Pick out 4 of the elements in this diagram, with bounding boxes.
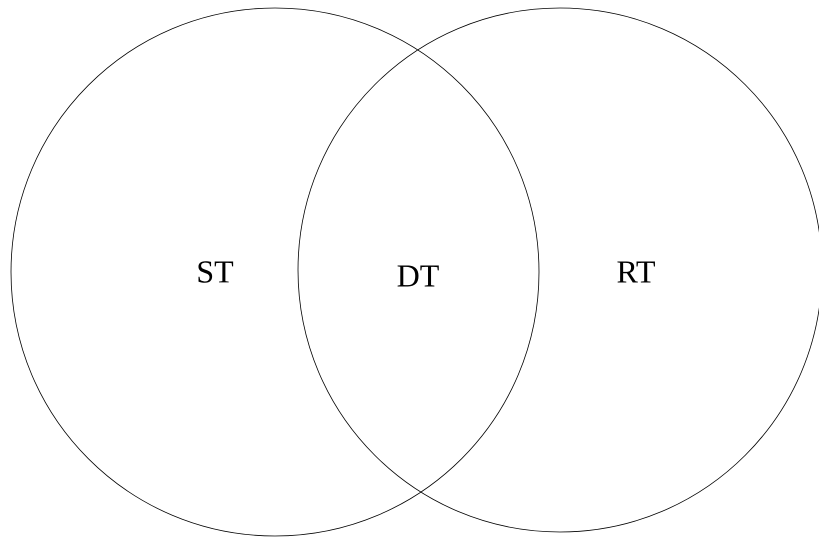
venn-circle — [10, 8, 540, 536]
set-label: ST — [198, 261, 234, 283]
set-label: RT — [617, 262, 655, 282]
overlap-label: DT — [398, 265, 439, 286]
